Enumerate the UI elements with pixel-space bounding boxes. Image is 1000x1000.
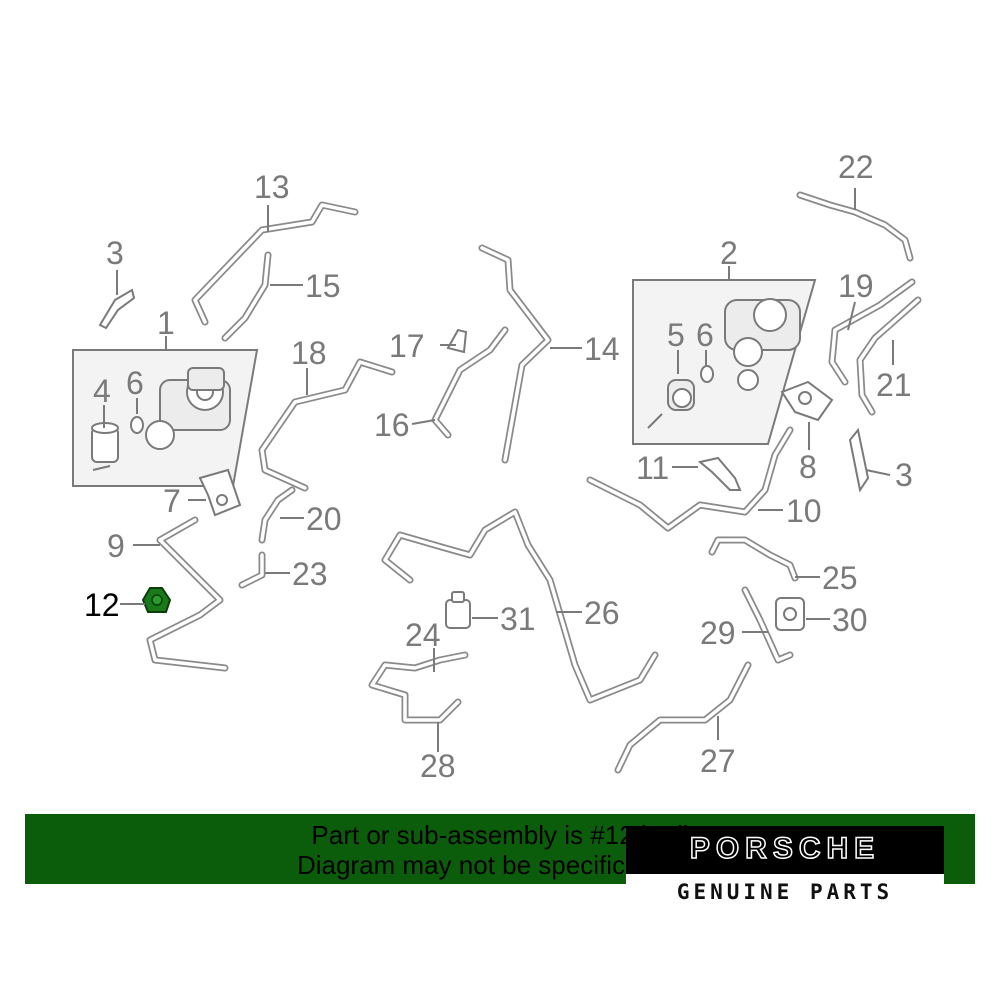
callout-7[interactable]: 7 [163, 483, 181, 519]
pipe-14[interactable] [478, 244, 552, 464]
pipe-15[interactable] [221, 251, 272, 342]
callout-12[interactable]: 12 [84, 587, 120, 623]
callout-29[interactable]: 29 [700, 615, 736, 651]
pipe-19[interactable] [828, 278, 916, 386]
callout-23[interactable]: 23 [292, 556, 328, 592]
callout-28[interactable]: 28 [420, 748, 456, 784]
callout-9[interactable]: 9 [107, 528, 125, 564]
pipe-13[interactable] [191, 201, 359, 326]
part-group-2[interactable] [632, 266, 817, 445]
sensor-12[interactable] [141, 587, 172, 613]
pipe-29[interactable] [741, 586, 794, 664]
pipe-16[interactable] [431, 326, 509, 439]
bracket-3-right[interactable] [848, 427, 870, 493]
bracket-7[interactable] [198, 468, 242, 517]
callout-13[interactable]: 13 [254, 169, 290, 205]
callout-14[interactable]: 14 [584, 331, 620, 367]
callout-10[interactable]: 10 [786, 493, 822, 529]
callout-22[interactable]: 22 [838, 149, 874, 185]
pipe-9[interactable] [146, 516, 229, 672]
logo-wordmark: PORSCHE [689, 831, 881, 866]
callout-15[interactable]: 15 [305, 268, 341, 304]
callout-26[interactable]: 26 [584, 595, 620, 631]
bracket-17[interactable] [446, 328, 468, 354]
pipe-20[interactable] [258, 486, 296, 544]
callout-6-left[interactable]: 6 [126, 365, 144, 401]
callout-30[interactable]: 30 [832, 602, 868, 638]
pipe-22[interactable] [796, 191, 914, 262]
logo-subtitle: GENUINE PARTS [676, 880, 894, 904]
callout-5[interactable]: 5 [667, 317, 685, 353]
hose-23[interactable] [238, 551, 266, 589]
hose-25[interactable] [708, 536, 799, 582]
callout-20[interactable]: 20 [306, 501, 342, 537]
pipe-21[interactable] [856, 296, 922, 416]
callout-labels: 1 2 3 3 4 5 6 6 7 8 9 10 11 12 13 14 15 … [84, 149, 913, 784]
leader-lines [103, 188, 894, 752]
callout-18[interactable]: 18 [291, 335, 327, 371]
callout-2[interactable]: 2 [720, 235, 738, 271]
callout-4[interactable]: 4 [93, 373, 111, 409]
valve-31[interactable] [445, 591, 471, 629]
callout-24[interactable]: 24 [405, 617, 441, 653]
bracket-3-left[interactable] [98, 288, 136, 330]
callout-25[interactable]: 25 [822, 560, 858, 596]
callout-3-left[interactable]: 3 [106, 235, 124, 271]
callout-19[interactable]: 19 [838, 268, 874, 304]
porsche-genuine-parts-logo: PORSCHE GENUINE PARTS [626, 826, 944, 908]
pipe-10[interactable] [586, 426, 794, 532]
pipe-24-28[interactable] [368, 651, 469, 724]
banner-line-part: Part or sub-assembly is #12 in di [311, 820, 689, 850]
callout-3-right[interactable]: 3 [895, 457, 913, 493]
logo-wordmark-background [626, 826, 944, 874]
callout-1[interactable]: 1 [157, 305, 175, 341]
callout-6-right[interactable]: 6 [696, 317, 714, 353]
callout-17[interactable]: 17 [389, 328, 425, 364]
valve-30[interactable] [775, 597, 805, 631]
pipe-26[interactable] [381, 508, 659, 704]
bracket-11[interactable] [697, 456, 742, 491]
callout-21[interactable]: 21 [876, 367, 912, 403]
callout-8[interactable]: 8 [799, 449, 817, 485]
callout-31[interactable]: 31 [500, 601, 536, 637]
bracket-8[interactable] [780, 380, 834, 422]
callout-11[interactable]: 11 [636, 450, 669, 486]
part-group-1[interactable] [72, 336, 259, 487]
pipe-18[interactable] [258, 358, 396, 492]
callout-16[interactable]: 16 [374, 407, 410, 443]
callout-27[interactable]: 27 [700, 743, 736, 779]
pipe-27[interactable] [614, 661, 752, 774]
